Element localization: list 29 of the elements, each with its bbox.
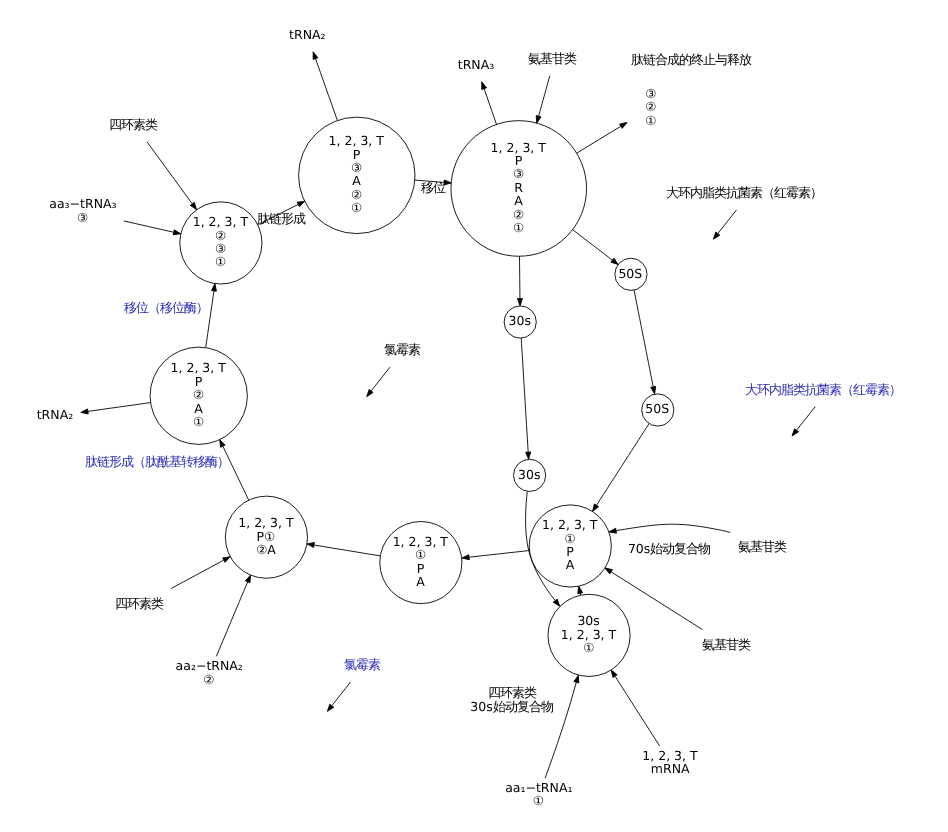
arrow [80,402,151,415]
arrow [525,491,561,607]
arrow [170,556,231,589]
arrow [610,669,660,747]
arrow [604,567,703,630]
arrow [366,366,391,398]
arrow [146,141,197,211]
arrow [215,574,251,657]
arrow [306,542,381,557]
arrow [219,439,250,501]
arrow [481,81,497,125]
arrow [712,209,738,240]
arrow [544,674,580,779]
arrow [414,179,452,186]
arrow [517,255,523,307]
arrow [592,423,650,512]
arrow [576,122,628,154]
arrow [791,406,816,437]
arrow [520,337,532,460]
arrow [608,523,731,534]
arrow [572,229,619,265]
arrow [461,550,530,561]
arrow [535,75,551,124]
arrow [257,200,306,225]
arrow [326,681,352,712]
arrow [205,283,217,348]
arrow [312,51,338,121]
arrow [123,220,182,236]
arrow [633,289,657,395]
